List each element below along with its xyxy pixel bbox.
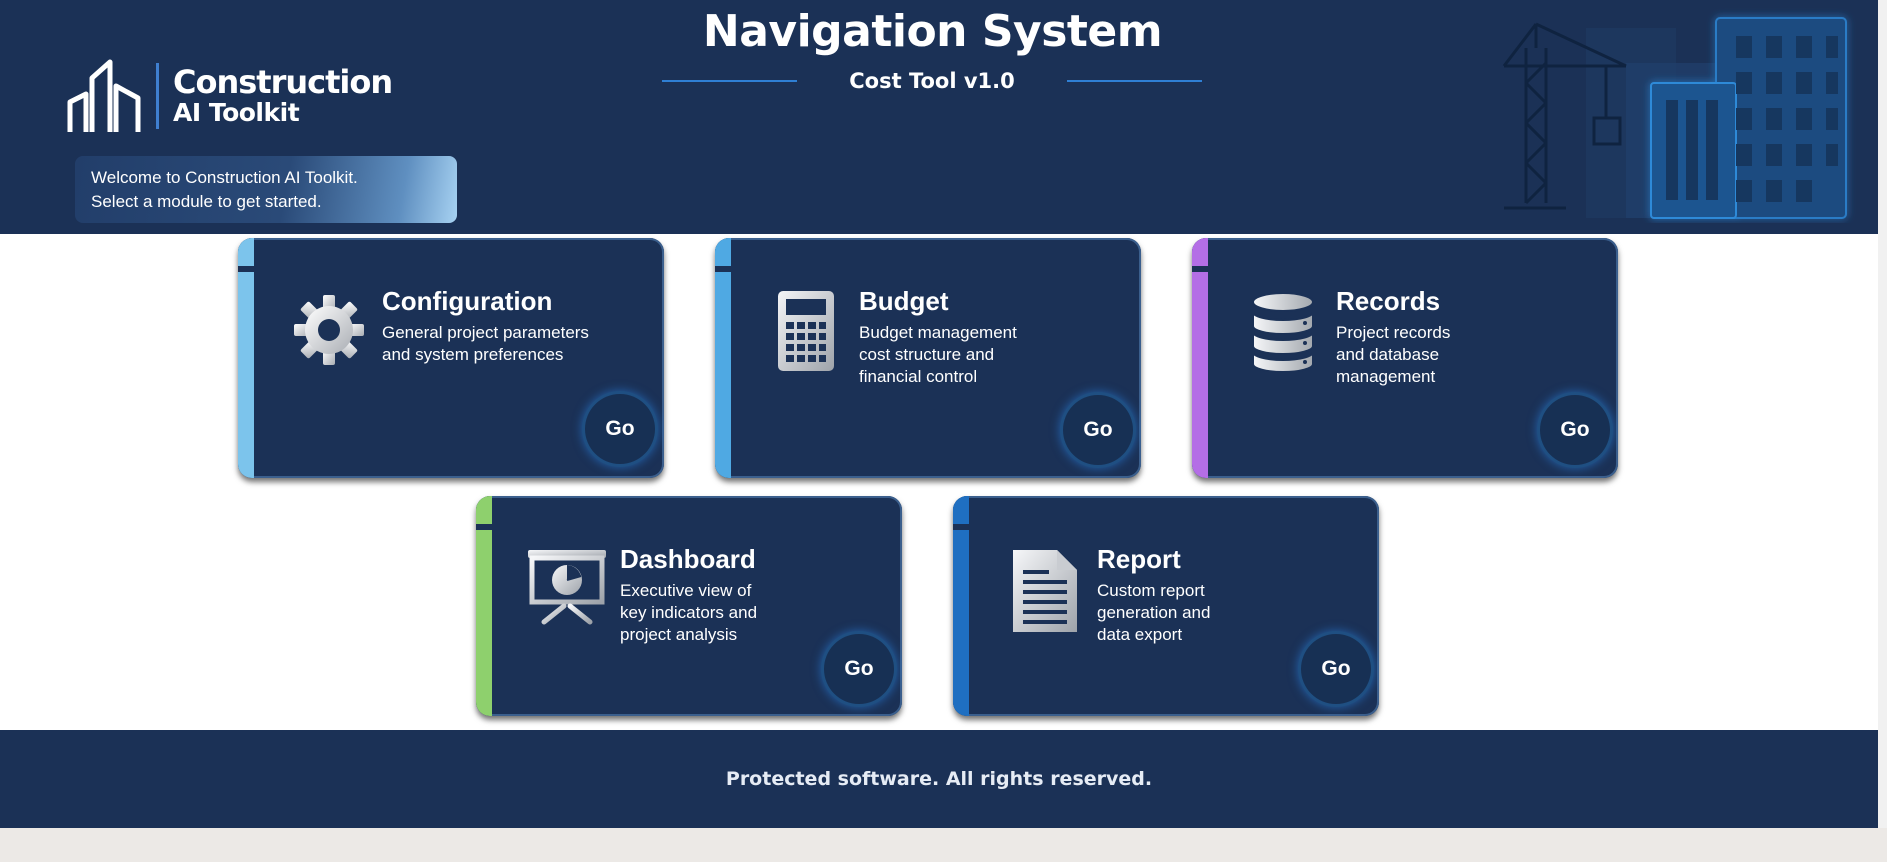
module-card-configuration[interactable]: Configuration General project parameters…: [238, 238, 664, 478]
card-accent-notch: [476, 524, 492, 530]
module-description-line: data export: [1097, 625, 1183, 644]
module-description-line: Custom report: [1097, 581, 1205, 600]
module-description-line: financial control: [859, 367, 978, 386]
card-accent-notch: [238, 266, 254, 272]
document-icon: [1013, 550, 1077, 632]
module-description: Executive view of key indicators and pro…: [620, 580, 757, 646]
module-description-line: General project parameters: [382, 323, 589, 342]
module-description-line: project analysis: [620, 625, 738, 644]
page-title: Navigation System: [702, 6, 1163, 57]
module-description: Custom report generation and data export: [1097, 580, 1210, 646]
card-accent-bar: [476, 496, 492, 716]
card-accent-bar: [1192, 238, 1208, 478]
header-banner: Construction AI Toolkit Welcome to Const…: [0, 0, 1878, 234]
go-button-records[interactable]: Go: [1540, 395, 1610, 465]
card-accent-bar: [953, 496, 969, 716]
brand-logo: Construction AI Toolkit: [66, 58, 393, 134]
logo-line2: AI Toolkit: [173, 98, 300, 127]
module-title: Report: [1097, 544, 1181, 574]
module-description-line: key indicators and: [620, 603, 758, 622]
module-description-line: generation and: [1097, 603, 1211, 622]
subtitle-rule-right: [1066, 80, 1202, 82]
module-grid: Configuration General project parameters…: [0, 234, 1878, 730]
module-card-records[interactable]: Records Project records and database man…: [1192, 238, 1618, 478]
database-icon: [1252, 292, 1314, 372]
logo-divider: [156, 63, 159, 129]
footer-copyright: Protected software. All rights reserved.: [725, 768, 1153, 790]
module-description-line: Budget management: [859, 323, 1017, 342]
module-description: Project records and database management: [1336, 322, 1450, 388]
page-subtitle: Cost Tool v1.0: [849, 69, 1015, 93]
gear-icon: [294, 295, 364, 365]
card-accent-bar: [238, 238, 254, 478]
go-button-configuration[interactable]: Go: [585, 394, 655, 464]
welcome-line1: Welcome to Construction AI Toolkit.: [91, 168, 358, 187]
module-description-line: Executive view of: [620, 581, 752, 600]
module-description-line: management: [1336, 367, 1436, 386]
module-card-dashboard[interactable]: Dashboard Executive view of key indicato…: [476, 496, 902, 716]
module-description-line: cost structure and: [859, 345, 995, 364]
card-accent-notch: [1192, 266, 1208, 272]
module-title: Configuration: [382, 286, 553, 316]
module-description-line: and database: [1336, 345, 1440, 364]
go-button-dashboard[interactable]: Go: [824, 634, 894, 704]
subtitle-rule-left: [662, 80, 797, 82]
window-scroll-edge: [1878, 0, 1887, 828]
construction-skyline-illustration: [1502, 17, 1847, 219]
welcome-message: Welcome to Construction AI Toolkit. Sele…: [75, 156, 457, 223]
logo-wordmark: Construction AI Toolkit: [173, 63, 393, 127]
go-button-budget[interactable]: Go: [1063, 395, 1133, 465]
module-description-line: and system preferences: [382, 345, 564, 364]
card-accent-bar: [715, 238, 731, 478]
logo-line1: Construction: [173, 63, 393, 101]
module-card-budget[interactable]: Budget Budget management cost structure …: [715, 238, 1141, 478]
module-card-report[interactable]: Report Custom report generation and data…: [953, 496, 1379, 716]
module-description: Budget management cost structure and fin…: [859, 322, 1017, 388]
module-title: Records: [1336, 286, 1441, 316]
footer: Protected software. All rights reserved.: [0, 730, 1878, 828]
subtitle-row: Cost Tool v1.0: [662, 66, 1202, 96]
calculator-icon: [778, 291, 834, 371]
module-title: Budget: [859, 286, 949, 316]
bottom-strip: [0, 828, 1887, 862]
card-accent-notch: [953, 524, 969, 530]
module-title: Dashboard: [620, 544, 756, 574]
module-description: General project parameters and system pr…: [382, 322, 589, 366]
card-accent-notch: [715, 266, 731, 272]
presentation-chart-icon: [528, 550, 606, 625]
go-button-report[interactable]: Go: [1301, 634, 1371, 704]
building-outline-icon: [67, 59, 141, 132]
module-description-line: Project records: [1336, 323, 1451, 342]
welcome-line2: Select a module to get started.: [91, 192, 322, 211]
